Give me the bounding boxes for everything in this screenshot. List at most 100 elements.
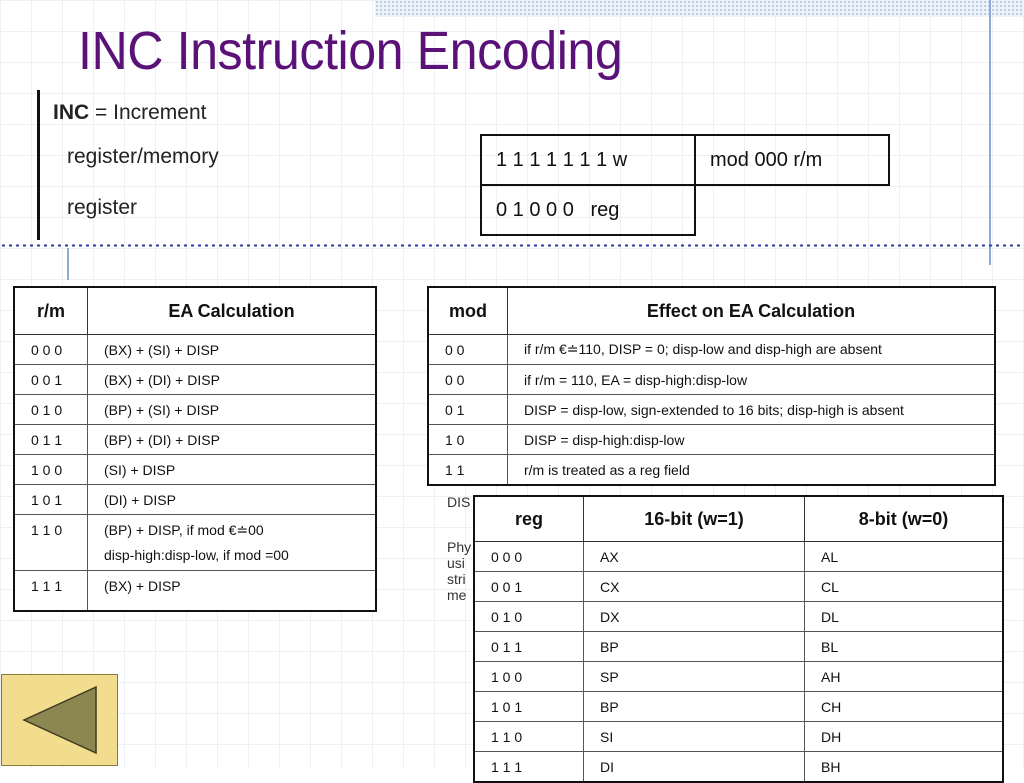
encoding-regmem: 1 1 1 1 1 1 1 w mod 000 r/m (480, 134, 890, 186)
ea-calc: (BX) + (SI) + DISP (87, 334, 377, 365)
ea-calc: (BP) + (SI) + DISP (87, 394, 377, 425)
ea-header-rm: r/m (13, 286, 88, 335)
reg-code: 1 0 1 (473, 691, 584, 722)
top-decor-band (375, 0, 1024, 17)
reg-code: 0 0 1 (473, 571, 584, 602)
ea-calc: (SI) + DISP (87, 454, 377, 485)
ea-rm: 0 0 0 (13, 334, 88, 365)
dotted-divider (0, 243, 1024, 248)
reg-8bit: CH (804, 691, 1004, 722)
occluded-text-disp: DIS (447, 494, 471, 510)
reg-8bit: DL (804, 601, 1004, 632)
reg-header-8bit: 8-bit (w=0) (804, 495, 1004, 542)
occluded-line: stri (447, 571, 466, 587)
reg-code: 0 0 0 (473, 541, 584, 572)
reg-16bit: DI (583, 751, 805, 783)
ea-rm: 0 1 0 (13, 394, 88, 425)
ea-calc: (BP) + DISP, if mod €≐00 disp-high:disp-l… (87, 514, 377, 571)
reg-16bit: BP (583, 691, 805, 722)
reg-16bit: SP (583, 661, 805, 692)
encoding-regmem-extra: mod 000 r/m (694, 134, 890, 186)
table-row: 0 0 1(BX) + (DI) + DISP (13, 364, 377, 395)
intro-line: INC = Increment (53, 101, 206, 125)
ea-header-calc: EA Calculation (87, 286, 377, 335)
encoding-reg-bits: 0 1 0 0 0 reg (480, 184, 696, 236)
occluded-line: me (447, 587, 467, 603)
mod-value: 0 0 (427, 364, 508, 395)
mod-effect: r/m is treated as a reg field (507, 454, 996, 486)
ea-rm: 1 0 1 (13, 484, 88, 515)
ea-rm: 1 1 1 (13, 570, 88, 612)
reg-code: 0 1 0 (473, 601, 584, 632)
reg-16bit: CX (583, 571, 805, 602)
mod-header-effect: Effect on EA Calculation (507, 286, 996, 335)
decor-vertical-line (989, 0, 991, 265)
ea-rm: 0 1 1 (13, 424, 88, 455)
encoding-regmem-bits: 1 1 1 1 1 1 1 w (480, 134, 696, 186)
occluded-text-block: Phy usi stri me (447, 539, 471, 603)
decor-vertical-line-left (67, 248, 69, 280)
reg-8bit: CL (804, 571, 1004, 602)
back-button[interactable] (1, 674, 118, 766)
intro-rest: = Increment (89, 101, 207, 124)
occluded-line: usi (447, 555, 465, 571)
reg-header-reg: reg (473, 495, 584, 542)
encoding-reg: 0 1 0 0 0 reg (480, 184, 696, 236)
form-label-reg: register (67, 196, 138, 219)
ea-calc: (BX) + DISP (87, 570, 377, 612)
ea-calc-line1: (BP) + DISP, if mod €≐00 (104, 521, 264, 538)
mod-value: 1 0 (427, 424, 508, 455)
reg-8bit: AL (804, 541, 1004, 572)
mod-value: 1 1 (427, 454, 508, 486)
mod-effect: if r/m = 110, EA = disp-high:disp-low (507, 364, 996, 395)
table-row: 1 1 1(BX) + DISP (13, 570, 377, 612)
mod-effect: DISP = disp-high:disp-low (507, 424, 996, 455)
ea-calc: (BP) + (DI) + DISP (87, 424, 377, 455)
reg-16bit: BP (583, 631, 805, 662)
reg-code: 1 1 0 (473, 721, 584, 752)
reg-header-16bit: 16-bit (w=1) (583, 495, 805, 542)
ea-table: r/m EA Calculation 0 0 0(BX) + (SI) + DI… (13, 286, 377, 612)
mod-effect: DISP = disp-low, sign-extended to 16 bit… (507, 394, 996, 425)
occluded-line: Phy (447, 539, 472, 555)
ea-rm: 1 0 0 (13, 454, 88, 485)
table-row: 0 1 0(BP) + (SI) + DISP (13, 394, 377, 425)
table-row: 1 1 0 (BP) + DISP, if mod €≐00 disp-high:… (13, 514, 377, 571)
mod-value: 0 1 (427, 394, 508, 425)
reg-16bit: AX (583, 541, 805, 572)
form-label-regmem: register/memory (67, 145, 219, 168)
ea-rm: 1 1 0 (13, 514, 88, 571)
reg-8bit: DH (804, 721, 1004, 752)
reg-16bit: SI (583, 721, 805, 752)
ea-calc-line2: disp-high:disp-low, if mod =00 (104, 546, 289, 563)
mod-header-mod: mod (427, 286, 508, 335)
reg-16bit: DX (583, 601, 805, 632)
table-row: 1 0 1(DI) + DISP (13, 484, 377, 515)
ea-calc: (BX) + (DI) + DISP (87, 364, 377, 395)
mod-effect: if r/m €≐110, DISP = 0; disp-low and dis… (507, 334, 996, 365)
reg-8bit: AH (804, 661, 1004, 692)
reg-8bit: BH (804, 751, 1004, 783)
slide-title: INC Instruction Encoding (78, 21, 623, 81)
mod-value: 0 0 (427, 334, 508, 365)
reg-code: 1 1 1 (473, 751, 584, 783)
intro-abbrev: INC (53, 101, 90, 124)
reg-code: 1 0 0 (473, 661, 584, 692)
reg-8bit: BL (804, 631, 1004, 662)
reg-code: 0 1 1 (473, 631, 584, 662)
ea-rm: 0 0 1 (13, 364, 88, 395)
table-row: 1 0 0(SI) + DISP (13, 454, 377, 485)
